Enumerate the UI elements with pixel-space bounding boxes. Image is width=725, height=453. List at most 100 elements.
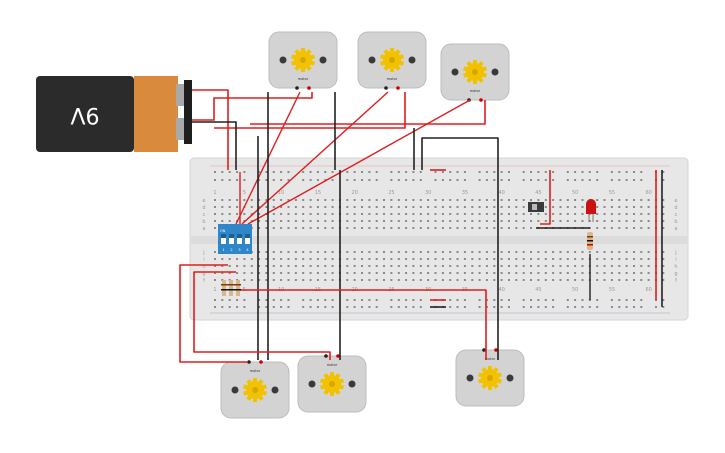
gear-tooth bbox=[390, 48, 394, 53]
breadboard-hole bbox=[302, 199, 305, 201]
breadboard-hole bbox=[647, 272, 650, 274]
row-letter: a bbox=[674, 226, 677, 232]
breadboard-hole bbox=[610, 272, 613, 274]
breadboard-hole bbox=[309, 179, 312, 181]
breadboard-hole bbox=[640, 179, 643, 181]
dc-motor[interactable]: motor bbox=[440, 43, 510, 102]
breadboard-hole bbox=[640, 299, 643, 301]
breadboard-hole bbox=[574, 272, 577, 274]
breadboard-hole bbox=[463, 199, 466, 201]
breadboard-hole bbox=[214, 179, 216, 181]
resistor-3[interactable] bbox=[236, 280, 240, 296]
breadboard-hole bbox=[272, 206, 275, 208]
wire-red-motor1[interactable] bbox=[192, 92, 313, 121]
breadboard-hole bbox=[441, 227, 444, 229]
breadboard-hole bbox=[471, 220, 474, 222]
wires bbox=[179, 89, 663, 363]
dip-toggle[interactable] bbox=[245, 234, 250, 244]
column-number-top: 1 bbox=[213, 190, 216, 196]
dc-motor[interactable]: motor bbox=[297, 354, 367, 413]
breadboard-hole bbox=[596, 279, 599, 281]
breadboard-hole bbox=[250, 199, 253, 201]
row-letter: d bbox=[674, 205, 677, 211]
breadboard-hole bbox=[625, 265, 628, 267]
column-number-top: 20 bbox=[351, 190, 357, 196]
breadboard-hole bbox=[530, 220, 532, 222]
breadboard[interactable]: 1155101015152020252530303535404045455050… bbox=[189, 157, 689, 321]
breadboard-hole bbox=[361, 220, 363, 222]
dc-motor[interactable]: motor bbox=[455, 348, 525, 407]
breadboard-hole bbox=[309, 272, 312, 274]
slide-switch-knob bbox=[532, 204, 537, 210]
breadboard-hole bbox=[493, 179, 496, 181]
dip-switch-number: 2 bbox=[230, 248, 232, 252]
resistor-2[interactable] bbox=[229, 280, 233, 296]
breadboard-hole bbox=[214, 279, 216, 281]
breadboard-hole bbox=[625, 206, 628, 208]
breadboard-hole bbox=[405, 258, 408, 260]
breadboard-hole bbox=[419, 199, 422, 201]
breadboard-hole bbox=[280, 179, 283, 181]
breadboard-hole bbox=[596, 171, 599, 173]
breadboard-hole bbox=[316, 206, 319, 208]
breadboard-hole bbox=[581, 179, 584, 181]
wire-battery-negative[interactable] bbox=[192, 121, 237, 170]
breadboard-hole bbox=[250, 272, 253, 274]
breadboard-hole bbox=[280, 213, 283, 215]
breadboard-hole bbox=[537, 272, 540, 274]
breadboard-hole bbox=[258, 258, 261, 260]
breadboard-hole bbox=[530, 258, 532, 260]
wire-battery-positive[interactable] bbox=[192, 89, 229, 170]
dip-toggle[interactable] bbox=[221, 234, 226, 244]
breadboard-hole bbox=[375, 265, 378, 267]
breadboard-hole bbox=[537, 279, 540, 281]
breadboard-hole bbox=[500, 220, 503, 222]
breadboard-hole bbox=[544, 199, 547, 201]
wire-red-motor2[interactable] bbox=[214, 92, 406, 129]
breadboard-hole bbox=[383, 206, 385, 208]
wire-red-motor6[interactable] bbox=[238, 289, 487, 360]
dip-toggle[interactable] bbox=[229, 234, 234, 244]
breadboard-hole bbox=[552, 220, 555, 222]
breadboard-hole bbox=[294, 220, 297, 222]
breadboard-hole bbox=[493, 272, 496, 274]
wire-black-motor6[interactable] bbox=[421, 137, 499, 360]
gear-icon bbox=[319, 372, 345, 396]
wire-slide-switch[interactable] bbox=[540, 170, 551, 225]
column-number-bottom: 55 bbox=[609, 287, 615, 293]
wire-motor3-switch[interactable] bbox=[247, 99, 471, 225]
wire-red-motor5[interactable] bbox=[193, 271, 331, 360]
dc-motor[interactable]: motor bbox=[357, 31, 427, 90]
breadboard-hole bbox=[625, 220, 628, 222]
dc-motor[interactable]: motor bbox=[268, 31, 338, 90]
breadboard-hole bbox=[456, 265, 459, 267]
breadboard-hole bbox=[302, 171, 305, 173]
breadboard-hole bbox=[302, 206, 305, 208]
breadboard-hole bbox=[324, 265, 327, 267]
slide-switch[interactable] bbox=[528, 202, 544, 212]
dc-motor[interactable]: motor bbox=[220, 360, 290, 419]
breadboard-hole bbox=[522, 265, 525, 267]
wire-red-motor4[interactable] bbox=[179, 264, 248, 363]
breadboard-hole bbox=[493, 206, 496, 208]
row-letter: e bbox=[202, 198, 205, 204]
wire-motor2-switch[interactable] bbox=[241, 91, 389, 225]
breadboard-hole bbox=[427, 279, 430, 281]
breadboard-hole bbox=[316, 306, 319, 308]
breadboard-hole bbox=[272, 171, 275, 173]
led-red[interactable] bbox=[586, 199, 596, 222]
breadboard-hole bbox=[361, 199, 363, 201]
wire-red-motor3[interactable] bbox=[250, 100, 486, 125]
breadboard-hole bbox=[625, 258, 628, 260]
breadboard-hole bbox=[228, 179, 231, 181]
dip-toggle[interactable] bbox=[237, 234, 242, 244]
breadboard-hole bbox=[250, 265, 253, 267]
breadboard-hole bbox=[294, 258, 297, 260]
resistor-right[interactable] bbox=[587, 232, 593, 250]
breadboard-hole bbox=[265, 265, 268, 267]
breadboard-hole bbox=[405, 220, 408, 222]
battery-9v[interactable]: 9V bbox=[36, 76, 192, 152]
breadboard-hole bbox=[214, 265, 216, 267]
resistor-1[interactable] bbox=[222, 280, 226, 296]
